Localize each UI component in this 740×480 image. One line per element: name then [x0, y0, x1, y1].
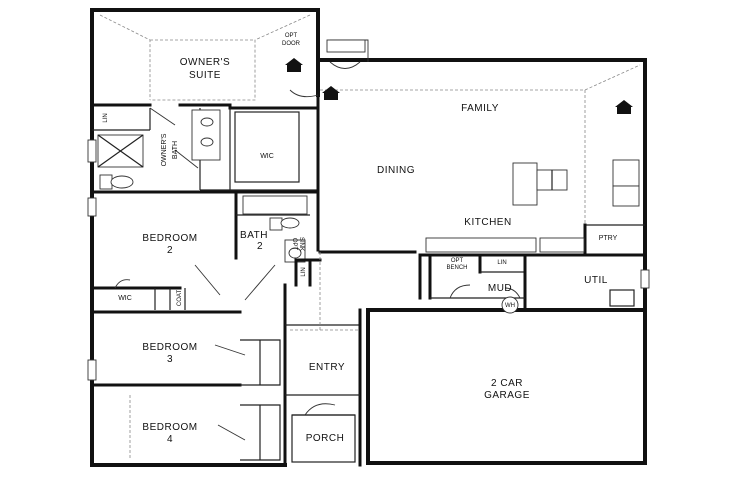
bath-2-label-2: 2 — [257, 241, 263, 252]
entry-label: ENTRY — [309, 362, 345, 373]
interior-walls — [90, 14, 647, 467]
doors — [114, 39, 521, 441]
ptry-label: PTRY — [599, 235, 618, 242]
opt-bench-label: OPT — [451, 258, 464, 264]
lin-mud-label: LIN — [497, 260, 506, 266]
room-labels: OWNER'S SUITE OPT DOOR OWNER'S BATH LIN … — [103, 33, 618, 445]
owners-suite-label-2: SUITE — [189, 70, 221, 81]
bedroom-4-label-2: 4 — [167, 434, 173, 445]
dining-label: DINING — [377, 165, 415, 176]
bath-2-label: BATH — [240, 230, 268, 241]
house-icon — [285, 58, 303, 72]
lin-bath-label: LIN — [301, 267, 307, 276]
coat-label: COAT — [177, 290, 183, 307]
bedroom-3-label: BEDROOM — [142, 342, 197, 353]
opt-door-label: OPT — [285, 33, 298, 39]
wic-owner-label: WIC — [260, 153, 274, 160]
wh-label: WH — [505, 303, 515, 309]
house-icon — [615, 100, 633, 114]
bedroom-4-label: BEDROOM — [142, 422, 197, 433]
opt-sink-label-2: SINK — [298, 237, 304, 251]
opt-bench-label-2: BENCH — [446, 265, 467, 271]
garage-label-2: GARAGE — [484, 390, 530, 401]
bedroom-2-label: BEDROOM — [142, 233, 197, 244]
kitchen-label: KITCHEN — [464, 217, 511, 228]
owners-bath-label-2: BATH — [172, 141, 179, 159]
opt-door-label-2: DOOR — [282, 41, 301, 47]
owners-suite-label: OWNER'S — [180, 57, 230, 68]
bedroom-3-label-2: 3 — [167, 354, 173, 365]
opt-sink-label: OPT — [291, 238, 297, 251]
lin-owner-label: LIN — [103, 113, 109, 122]
mud-label: MUD — [488, 283, 512, 294]
wic-bed2-label: WIC — [118, 295, 132, 302]
windows — [87, 39, 650, 381]
util-label: UTIL — [584, 275, 608, 286]
bedroom-2-label-2: 2 — [167, 245, 173, 256]
porch-label: PORCH — [306, 433, 345, 444]
house-icon — [322, 86, 340, 100]
owners-bath-label: OWNER'S — [161, 133, 168, 166]
family-label: FAMILY — [461, 103, 499, 114]
garage-label: 2 CAR — [491, 378, 523, 389]
